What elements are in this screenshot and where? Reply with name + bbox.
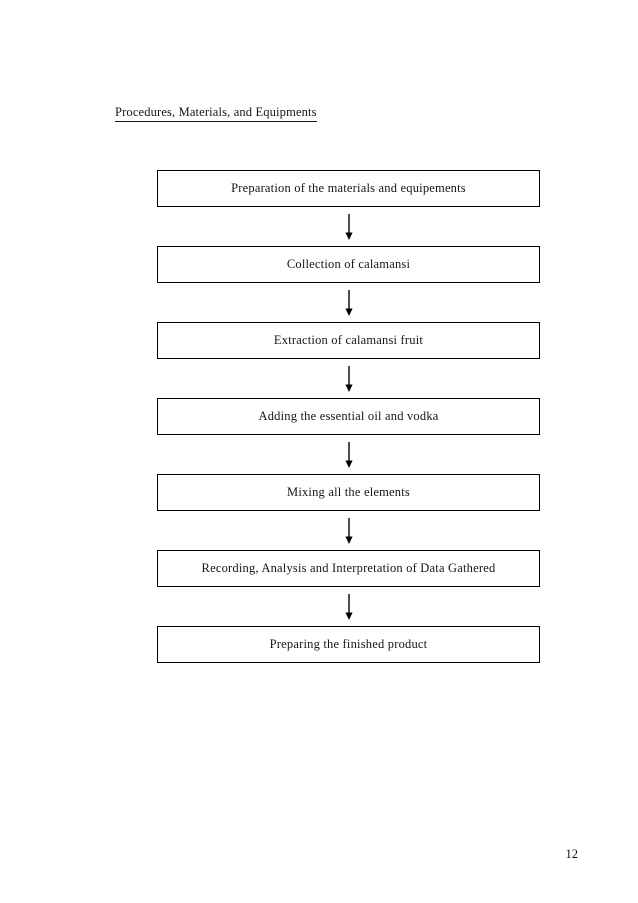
flowchart-box[interactable]: Recording, Analysis and Interpretation o… xyxy=(157,550,540,587)
flowchart-connector xyxy=(157,359,540,398)
flowchart-step: Collection of calamansi xyxy=(157,246,540,283)
page-title: Procedures, Materials, and Equipments xyxy=(115,104,317,122)
flowchart-step: Mixing all the elements xyxy=(157,474,540,511)
flowchart: Preparation of the materials and equipem… xyxy=(157,170,540,663)
arrow-down-icon xyxy=(344,289,353,316)
flowchart-box-label: Collection of calamansi xyxy=(286,257,411,271)
flowchart-box[interactable]: Adding the essential oil and vodka xyxy=(157,398,540,435)
arrow-down-icon xyxy=(344,213,353,240)
flowchart-step: Preparation of the materials and equipem… xyxy=(157,170,540,207)
flowchart-box-label: Recording, Analysis and Interpretation o… xyxy=(201,561,496,575)
flowchart-box[interactable]: Preparation of the materials and equipem… xyxy=(157,170,540,207)
arrow-down-icon xyxy=(344,593,353,620)
flowchart-box-label: Extraction of calamansi fruit xyxy=(273,333,424,347)
arrow-down-icon xyxy=(344,365,353,392)
flowchart-box-label: Mixing all the elements xyxy=(287,485,410,499)
flowchart-box-label: Adding the essential oil and vodka xyxy=(258,409,439,423)
flowchart-step: Extraction of calamansi fruit xyxy=(157,322,540,359)
flowchart-connector xyxy=(157,511,540,550)
flowchart-connector xyxy=(157,435,540,474)
flowchart-box[interactable]: Extraction of calamansi fruit xyxy=(157,322,540,359)
arrow-down-icon xyxy=(344,441,353,468)
flowchart-connector xyxy=(157,207,540,246)
flowchart-step: Adding the essential oil and vodka xyxy=(157,398,540,435)
flowchart-box[interactable]: Preparing the finished product xyxy=(157,626,540,663)
flowchart-box-label: Preparation of the materials and equipem… xyxy=(231,181,466,195)
page-number: 12 xyxy=(565,847,579,861)
flowchart-box[interactable]: Mixing all the elements xyxy=(157,474,540,511)
flowchart-connector xyxy=(157,587,540,626)
flowchart-connector xyxy=(157,283,540,322)
flowchart-step: Preparing the finished product xyxy=(157,626,540,663)
flowchart-step: Recording, Analysis and Interpretation o… xyxy=(157,550,540,587)
flowchart-box-label: Preparing the finished product xyxy=(269,637,428,651)
flowchart-box[interactable]: Collection of calamansi xyxy=(157,246,540,283)
arrow-down-icon xyxy=(344,517,353,544)
